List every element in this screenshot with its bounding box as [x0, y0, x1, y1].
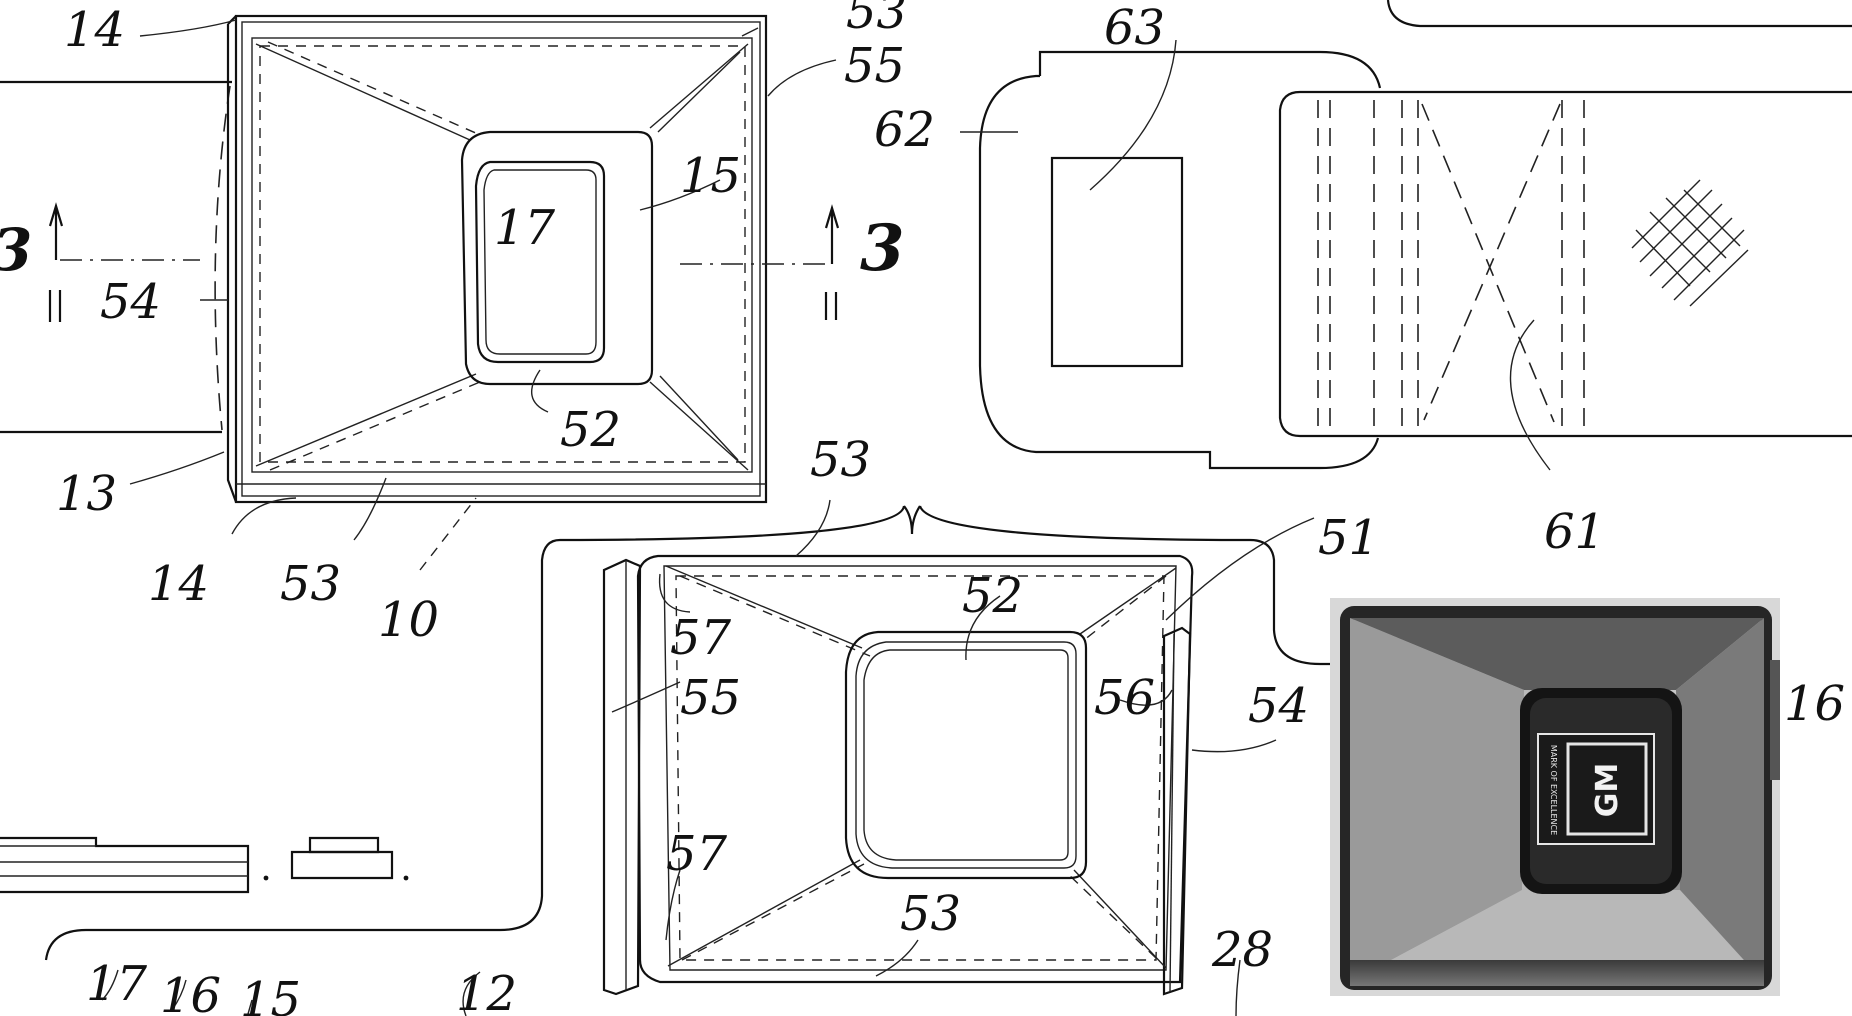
side-section-fragment	[0, 836, 481, 1016]
ref-17-center: 17	[494, 200, 556, 256]
ref-14-bottom: 14	[148, 556, 209, 612]
ref-13: 13	[56, 466, 117, 522]
ref-54-left: 54	[100, 274, 161, 330]
buckle-photo-inset: GM MARK OF EXCELLENCE	[1330, 598, 1780, 996]
ref-52-bottom: 52	[962, 568, 1023, 624]
ref-55-top: 55	[844, 38, 905, 94]
ref-62: 62	[874, 102, 935, 158]
ref-57-top: 57	[670, 610, 732, 666]
ref-53-mid: 53	[810, 432, 871, 488]
ref-3-left: 3	[0, 216, 32, 284]
ref-16-bottom: 16	[160, 968, 221, 1016]
gm-tagline-text: MARK OF EXCELLENCE	[1549, 745, 1558, 835]
ref-53-top: 53	[846, 0, 907, 40]
ref-51: 51	[1318, 510, 1379, 566]
ref-17-bottom: 17	[86, 956, 148, 1012]
ref-2: 2	[0, 0, 1, 1]
ref-3-right: 3	[860, 211, 905, 286]
ref-14-top: 14	[64, 2, 125, 58]
ref-61: 61	[1544, 504, 1605, 560]
ref-12: 12	[456, 966, 517, 1016]
ref-55-bottom: 55	[680, 670, 741, 726]
ref-10: 10	[378, 592, 439, 648]
ref-57-bottom: 57	[666, 826, 728, 882]
ref-15-center: 15	[680, 148, 741, 204]
ref-63: 63	[1104, 0, 1165, 56]
ref-52-top: 52	[560, 402, 621, 458]
ref-53-bottom: 53	[900, 886, 961, 942]
gm-logo-text: GM	[1590, 763, 1625, 817]
ref-28: 28	[1211, 922, 1273, 978]
leader-lines-top-left	[129, 19, 837, 571]
cover-exploded-view	[44, 499, 1340, 1016]
buckle-top-view	[0, 14, 840, 504]
ref-16-right: 16	[1784, 676, 1845, 732]
ref-53-left: 53	[280, 556, 341, 612]
ref-56: 56	[1094, 670, 1155, 726]
ref-15-bottom: 15	[240, 972, 301, 1016]
tongue-plate-view	[960, 0, 1852, 471]
ref-54-right: 54	[1248, 678, 1309, 734]
